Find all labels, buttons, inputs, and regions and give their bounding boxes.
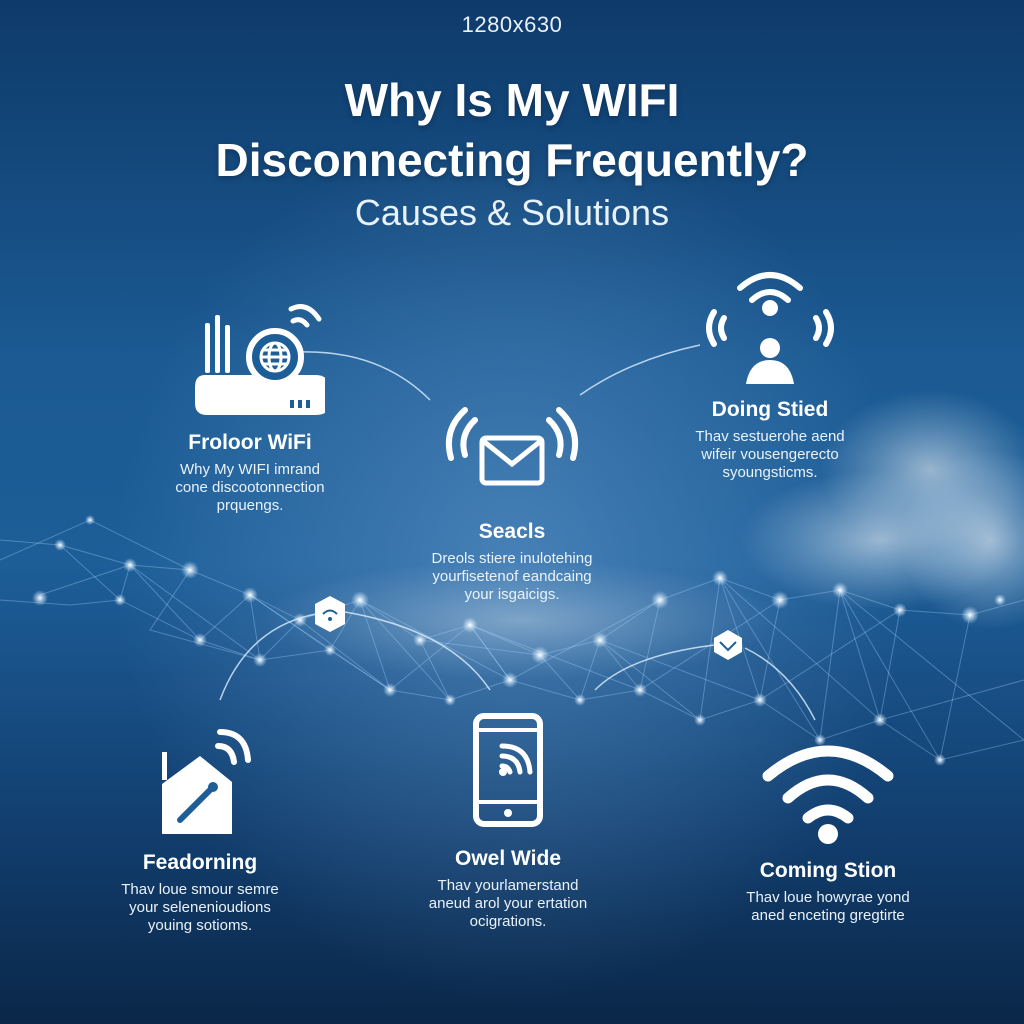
page-subtitle: Causes & Solutions	[354, 192, 670, 233]
envelope-signal-icon	[445, 407, 579, 486]
card-person-title: Doing Stied	[711, 398, 829, 421]
router-globe-icon	[195, 304, 325, 415]
house-signal-icon	[162, 729, 251, 834]
card-house-title: Feadorning	[142, 851, 258, 874]
card-wifi-desc: Thav loue howyrae yond aned enceting gre…	[746, 889, 910, 924]
arc-badge-right	[714, 630, 742, 660]
card-smartphone-desc: Thav yourlamerstand aneud arol your erta…	[428, 877, 588, 930]
card-wifi: Coming Stion Thav loue howyrae yond aned…	[688, 740, 968, 925]
card-person: Doing Stied Thav sestuerohe aend wifeir …	[630, 262, 910, 482]
card-wifi-title: Coming Stion	[759, 859, 897, 882]
smartphone-wifi-icon	[473, 713, 543, 827]
title-line-2: Disconnecting Frequently?	[215, 134, 809, 186]
card-router: Froloor WiFi Why My WIFI imrand cone dis…	[110, 295, 390, 515]
canvas-size-label: 1280x630	[461, 12, 563, 37]
card-house: Feadorning Thav loue smour semre your se…	[60, 722, 340, 935]
card-smartphone: Owel Wide Thav yourlamerstand aneud arol…	[368, 712, 648, 931]
card-router-title: Froloor WiFi	[188, 431, 312, 454]
network-nodes	[32, 515, 1006, 766]
arc-badge-left	[315, 596, 345, 632]
card-envelope-title: Seacls	[478, 520, 546, 543]
person-signal-icon	[706, 272, 834, 384]
page-title: Why Is My WIFI Disconnecting Frequently?	[0, 70, 1024, 190]
card-router-desc: Why My WIFI imrand cone discootonnection…	[175, 461, 325, 514]
card-person-desc: Thav sestuerohe aend wifeir vousengerect…	[695, 428, 845, 481]
card-smartphone-title: Owel Wide	[455, 847, 561, 870]
card-house-desc: Thav loue smour semre your selenenioudio…	[121, 881, 279, 934]
connector-arcs	[219, 344, 816, 721]
card-envelope-desc: Dreols stiere inulotehing yourfisetenof …	[431, 550, 593, 603]
title-line-1: Why Is My WIFI	[344, 74, 680, 126]
card-envelope: Seacls Dreols stiere inulotehing yourfis…	[362, 400, 662, 604]
cloud-shape	[260, 390, 1024, 680]
wifi-icon	[762, 745, 894, 844]
